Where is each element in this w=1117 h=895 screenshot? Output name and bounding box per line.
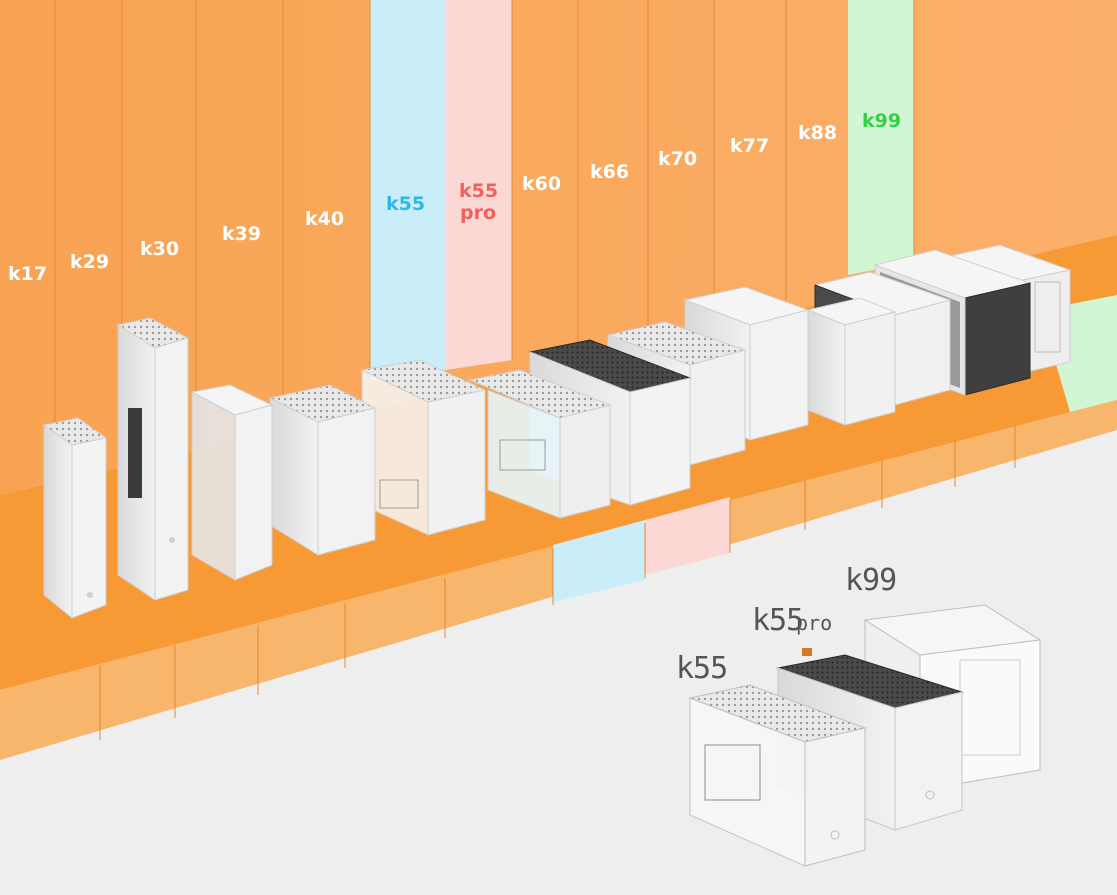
case-k40 [360, 359, 487, 536]
label-k88: k88 [798, 122, 837, 144]
label-k17: k17 [8, 263, 47, 285]
case-k30 [190, 384, 274, 581]
label-k29: k29 [70, 251, 109, 273]
cases [42, 244, 1072, 620]
case-k70 [806, 297, 897, 426]
wall-dividers [54, 0, 915, 480]
label-k40: k40 [305, 208, 344, 230]
highlight-column-k99 [848, 0, 914, 275]
label-k55pro-suffix: pro [460, 202, 496, 224]
case-k55-lineup [468, 369, 612, 519]
label-k55: k55 [386, 193, 425, 215]
floor-highlight-blue [553, 520, 645, 602]
floor-highlight-red [645, 497, 730, 575]
highlight-column-k55pro [446, 0, 512, 370]
highlight-column-k55 [370, 0, 446, 380]
floor-step-lines [99, 423, 1016, 740]
label-k55pro: k55 [459, 180, 498, 202]
case-k29 [116, 317, 190, 601]
compare-label-k55pro: k55 [752, 603, 803, 638]
label-k99: k99 [862, 110, 901, 132]
orange-wall [0, 0, 1117, 495]
label-k60: k60 [522, 173, 561, 195]
label-k30: k30 [140, 238, 179, 260]
label-k77: k77 [730, 135, 769, 157]
compare-label-k55: k55 [676, 651, 727, 686]
comparison-cluster: k55 k55 pro k99 [676, 563, 1042, 867]
label-k39: k39 [222, 223, 261, 245]
label-k70: k70 [658, 148, 697, 170]
compare-case-k55 [688, 684, 867, 867]
label-k66: k66 [590, 161, 629, 183]
model-labels: k17 k29 k30 k39 k40 k55 k55 pro k60 k66 … [8, 110, 901, 285]
case-k17 [42, 417, 108, 620]
compare-label-k99: k99 [845, 563, 896, 598]
compare-label-k55pro-suffix: pro [796, 611, 832, 635]
case-k39 [268, 384, 377, 556]
